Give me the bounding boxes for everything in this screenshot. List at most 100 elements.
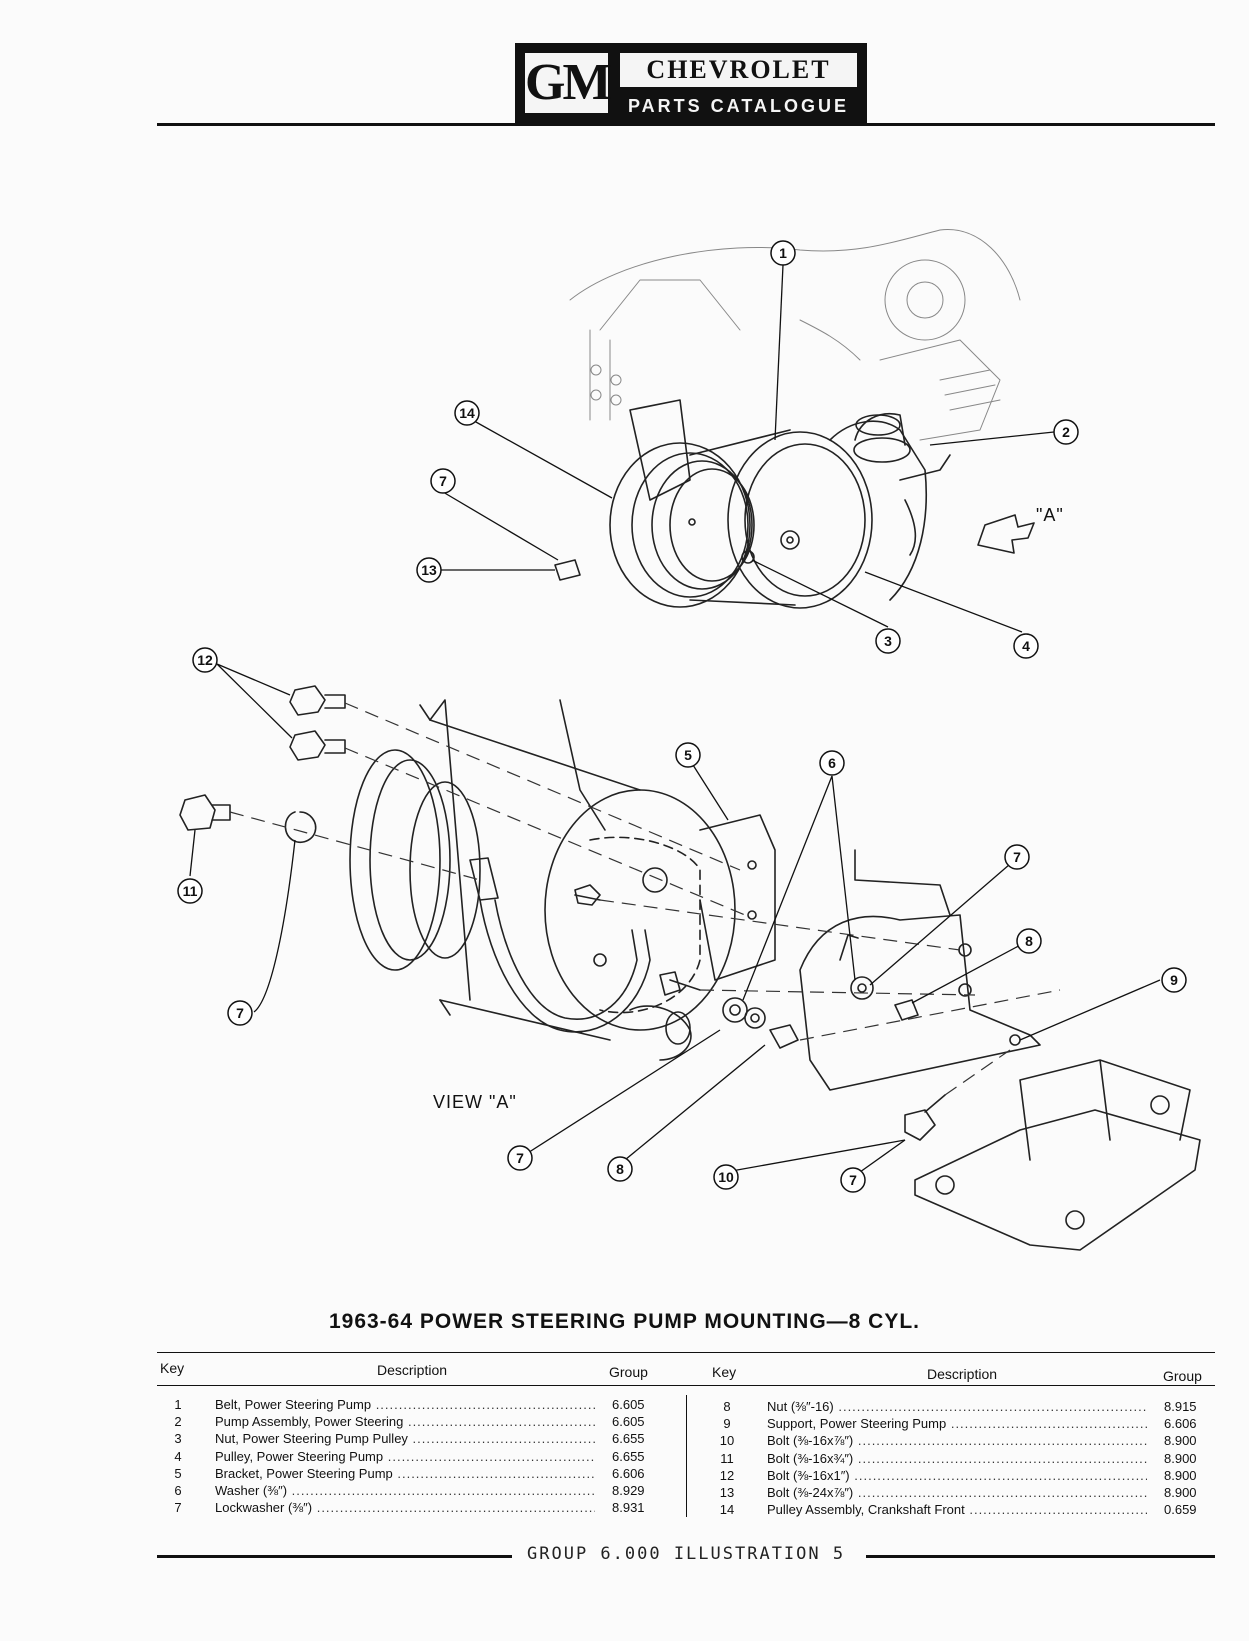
callout-label: 7	[1013, 849, 1021, 865]
part-description-text: Pump Assembly, Power Steering	[215, 1414, 404, 1430]
leader-dots: ........................................…	[397, 1465, 595, 1481]
part-description: Pulley Assembly, Crankshaft Front ......…	[767, 1502, 1147, 1518]
callout-label: 13	[421, 562, 437, 578]
footer-rule-right	[866, 1555, 1215, 1558]
part-key: 1	[174, 1397, 182, 1412]
callout-label: 5	[684, 747, 692, 763]
callout-label: 14	[459, 405, 475, 421]
callout-label: 7	[849, 1172, 857, 1188]
header-description: Description	[377, 1362, 448, 1378]
part-group: 6.655	[612, 1431, 645, 1447]
part-key: 13	[719, 1485, 735, 1500]
part-description: Lockwasher (⅜″) ........................…	[215, 1500, 595, 1516]
part-description: Bolt (⅜-24x⅞″) .........................…	[767, 1485, 1147, 1501]
part-description: Pulley, Power Steering Pump ............…	[215, 1449, 595, 1465]
callout-1	[770, 240, 796, 266]
part-key: 10	[719, 1433, 735, 1449]
footer-rule-left	[157, 1555, 512, 1558]
part-group: 8.900	[1164, 1450, 1197, 1466]
callout-3	[875, 628, 901, 654]
callout-7	[227, 1000, 253, 1026]
callout-label: 3	[884, 633, 892, 649]
callout-6	[819, 750, 845, 776]
callout-13	[416, 557, 442, 583]
callout-label: 12	[197, 652, 213, 668]
leader-dots: ........................................…	[316, 1500, 595, 1516]
callout-label: 4	[1022, 638, 1030, 654]
part-description-text: Pulley, Power Steering Pump	[215, 1448, 384, 1464]
part-description-text: Belt, Power Steering Pump	[215, 1397, 372, 1412]
callout-label: 7	[516, 1150, 524, 1166]
leader-dots: ........................................…	[375, 1397, 595, 1412]
brand-name: CHEVROLET	[620, 53, 857, 87]
part-group: 8.915	[1164, 1399, 1197, 1414]
part-description-text: Washer (⅜″)	[215, 1483, 288, 1498]
footer-group-illustration: GROUP 6.000 ILLUSTRATION 5	[527, 1544, 846, 1564]
leader-dots: ........................................…	[291, 1483, 595, 1498]
leader-dots: ........................................…	[857, 1450, 1147, 1466]
callout-label: 6	[828, 755, 836, 771]
view-a-label: VIEW "A"	[433, 1092, 517, 1112]
leader-dots: ........................................…	[412, 1431, 595, 1447]
callout-label: 10	[718, 1169, 734, 1185]
leader-dots: ........................................…	[838, 1399, 1147, 1414]
header-rule	[157, 123, 1215, 126]
leader-dots: ........................................…	[387, 1448, 595, 1464]
callout-11	[177, 878, 203, 904]
header-group: Group	[1163, 1368, 1202, 1384]
callout-9	[1161, 967, 1187, 993]
part-group: 8.931	[612, 1500, 645, 1516]
part-group: 6.606	[1164, 1416, 1197, 1432]
callout-10	[713, 1164, 739, 1190]
part-key: 3	[174, 1431, 182, 1447]
part-key: 2	[174, 1414, 182, 1430]
callout-7	[840, 1167, 866, 1193]
illustration-title: 1963-64 POWER STEERING PUMP MOUNTING—8 C…	[328, 1310, 921, 1333]
part-description: Bolt (⅜-16x⅞″) .........................…	[767, 1433, 1147, 1449]
part-description-text: Bolt (⅜-24x⅞″)	[767, 1485, 854, 1500]
leader-dots: ........................................…	[969, 1502, 1147, 1518]
part-description: Support, Power Steering Pump ...........…	[767, 1416, 1147, 1432]
gm-logo: GM	[525, 53, 612, 113]
part-description: Bolt (⅜-16x1″) .........................…	[767, 1468, 1147, 1484]
table-header-rule	[157, 1385, 1215, 1386]
part-description-text: Lockwasher (⅜″)	[215, 1500, 313, 1516]
header-key: Key	[712, 1364, 737, 1380]
leader-dots: ........................................…	[857, 1433, 1147, 1449]
catalogue-header: GM CHEVROLET PARTS CATALOGUE	[515, 43, 867, 123]
part-group: 6.605	[612, 1414, 645, 1430]
part-description: Belt, Power Steering Pump ..............…	[215, 1397, 595, 1413]
part-key: 9	[723, 1416, 731, 1432]
callout-7	[1004, 844, 1030, 870]
view-arrow-label: "A"	[1036, 505, 1064, 525]
callout-label: 11	[183, 883, 198, 899]
part-description: Bracket, Power Steering Pump ...........…	[215, 1466, 595, 1482]
part-key: 8	[723, 1399, 731, 1414]
callout-label: 8	[616, 1161, 624, 1177]
part-description: Washer (⅜″) ............................…	[215, 1483, 595, 1499]
part-description: Nut, Power Steering Pump Pulley ........…	[215, 1431, 595, 1447]
part-group: 8.900	[1164, 1485, 1197, 1500]
part-group: 0.659	[1164, 1502, 1197, 1518]
part-key: 12	[719, 1467, 735, 1483]
part-description-text: Nut (⅜″-16)	[767, 1399, 834, 1414]
callout-label: 2	[1062, 424, 1070, 440]
part-group: 8.900	[1164, 1467, 1197, 1483]
part-group: 8.929	[612, 1483, 645, 1498]
part-key: 6	[174, 1483, 182, 1498]
table-top-rule	[157, 1352, 1215, 1353]
part-description: Nut (⅜″-16) ............................…	[767, 1399, 1147, 1415]
part-group: 6.606	[612, 1465, 645, 1481]
leader-dots: ........................................…	[857, 1485, 1147, 1500]
callout-5	[675, 742, 701, 768]
callout-2	[1053, 419, 1079, 445]
part-key: 11	[720, 1450, 734, 1466]
part-key: 7	[174, 1500, 182, 1516]
catalogue-subtitle: PARTS CATALOGUE	[628, 96, 849, 116]
callout-4	[1013, 633, 1039, 659]
callout-label: 1	[779, 245, 787, 261]
callout-label: 7	[236, 1005, 244, 1021]
part-description-text: Bolt (⅜-16x¾″)	[767, 1450, 854, 1466]
leader-dots: ........................................…	[854, 1467, 1147, 1483]
callout-7	[507, 1145, 533, 1171]
